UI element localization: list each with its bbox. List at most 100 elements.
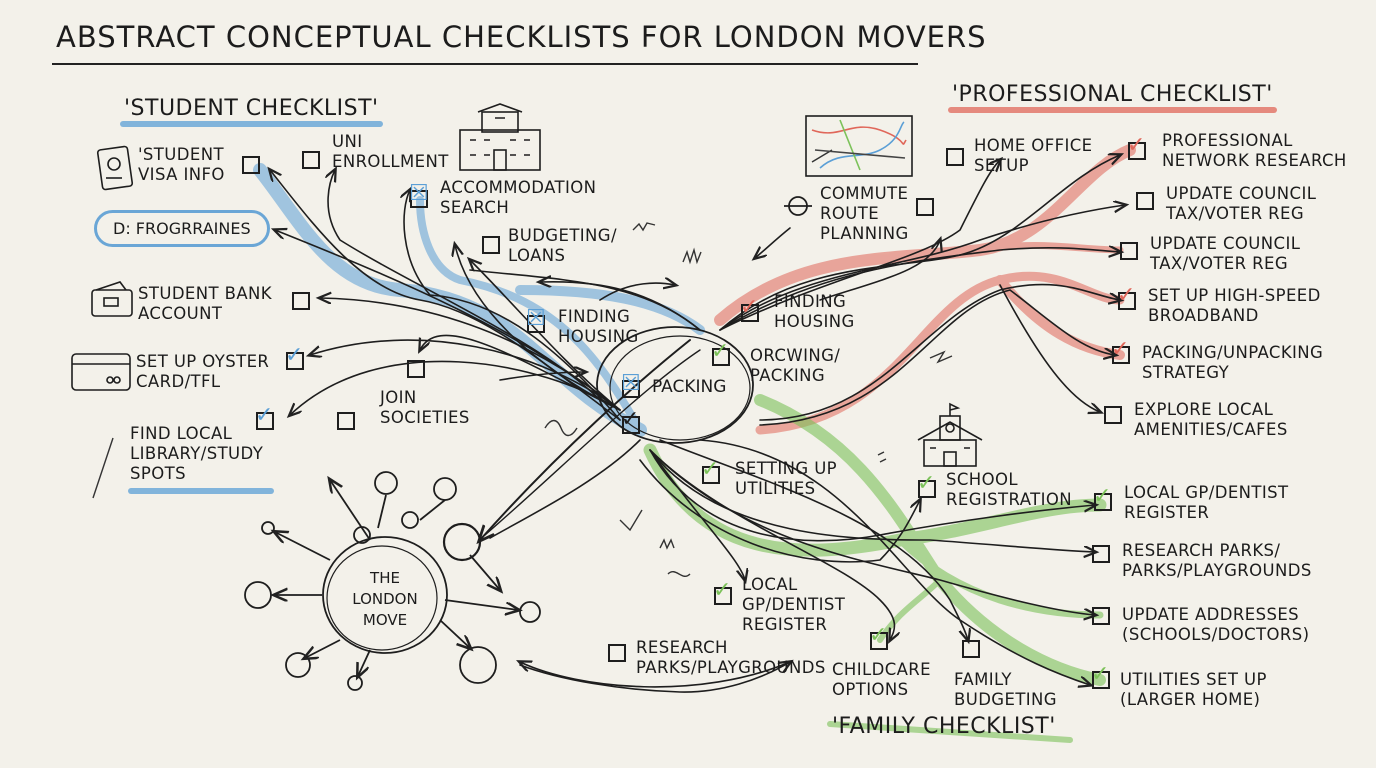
check-mark-icon: ✓ [1127, 133, 1146, 158]
pro-network-checkbox[interactable]: ✓ [1127, 135, 1146, 160]
pro-amenities-checkbox[interactable] [1104, 406, 1122, 424]
fam-addresses-label: UPDATE ADDRESSES (SCHOOLS/DOCTORS) [1122, 605, 1310, 644]
check-mark-icon: ✓ [1117, 283, 1136, 308]
student-extra-checkbox[interactable] [337, 412, 355, 430]
check-mark-icon: ✓ [255, 403, 274, 428]
student-budgeting-checkbox[interactable] [482, 236, 500, 254]
professional-band [714, 144, 1136, 435]
student-visa-label: 'STUDENT VISA INFO [138, 145, 225, 184]
student-library-label: FIND LOCAL LIBRARY/STUDY SPOTS [130, 424, 264, 483]
student-finding-housing-checkbox[interactable]: ☒ [526, 308, 546, 333]
fam-school-label: SCHOOL REGISTRATION [946, 470, 1072, 509]
pro-council2-label: UPDATE COUNCIL TAX/VOTER REG [1150, 234, 1301, 273]
center-utilities-checkbox[interactable]: ✓ [701, 459, 720, 484]
check-mark-icon: ☒ [621, 371, 641, 396]
pro-home-office-label: HOME OFFICE SETUP [974, 136, 1093, 175]
ink-lines [270, 155, 1125, 693]
pro-packing-checkbox[interactable]: ✓ [1111, 339, 1130, 364]
fam-budgeting-checkbox[interactable] [962, 640, 980, 658]
professional-section-label: 'PROFESSIONAL CHECKLIST' [952, 82, 1273, 107]
family-section-heading: 'FAMILY CHECKLIST' [832, 714, 1056, 739]
student-accommodation-label: ACCOMMODATION SEARCH [440, 178, 597, 217]
center-packing-checkbox[interactable]: ✓ [621, 409, 640, 434]
passport-icon [96, 145, 134, 191]
center-finding-housing-label: FINDING HOUSING [774, 292, 855, 331]
student-oyster-checkbox[interactable]: ✓ [285, 345, 304, 370]
center-orcwing-checkbox[interactable]: ✓ [711, 341, 730, 366]
pro-broadband-checkbox[interactable]: ✓ [1117, 285, 1136, 310]
fam-gp-left-checkbox[interactable]: ✓ [713, 580, 732, 605]
check-mark-icon: ✓ [1091, 662, 1110, 687]
tube-map-icon [805, 115, 913, 177]
student-uni-checkbox[interactable] [302, 151, 320, 169]
fam-school-checkbox[interactable]: ✓ [917, 473, 936, 498]
pro-broadband-label: SET UP HIGH-SPEED BROADBAND [1148, 286, 1321, 325]
pro-commute-checkbox[interactable] [916, 198, 934, 216]
check-mark-icon: ☒ [526, 306, 546, 331]
library-highlight [128, 488, 274, 494]
pro-commute-label: COMMUTE ROUTE PLANNING [820, 184, 909, 243]
check-mark-icon: ✓ [1111, 337, 1130, 362]
student-uni-label: UNI ENROLLMENT [332, 132, 449, 171]
check-mark-icon: ✓ [711, 339, 730, 364]
student-section-underline [120, 121, 383, 127]
oval-label: D: FROGRRAINES [94, 210, 270, 247]
pro-council2-checkbox[interactable] [1120, 242, 1138, 260]
check-mark-icon: ✓ [713, 578, 732, 603]
student-join-checkbox[interactable] [407, 360, 425, 378]
professional-section-heading: 'PROFESSIONAL CHECKLIST' [948, 82, 1277, 113]
underground-roundel-icon [784, 196, 812, 216]
student-section-heading: 'STUDENT CHECKLIST' [120, 96, 383, 127]
pro-council1-checkbox[interactable] [1136, 192, 1154, 210]
check-mark-icon: ✓ [701, 457, 720, 482]
student-join-label: JOIN SOCIETIES [380, 388, 470, 427]
fam-parks-right-checkbox[interactable] [1092, 545, 1110, 563]
fam-parks-left-checkbox[interactable] [608, 644, 626, 662]
center-packing-x-checkbox[interactable]: ☒ [621, 373, 641, 398]
student-bank-label: STUDENT BANK ACCOUNT [138, 284, 272, 323]
student-finding-housing-label: FINDING HOUSING [558, 307, 639, 346]
pro-network-label: PROFESSIONAL NETWORK RESEARCH [1162, 131, 1347, 170]
fam-parks-right-label: RESEARCH PARKS/ PARKS/PLAYGROUNDS [1122, 541, 1312, 580]
check-mark-icon: ✓ [869, 623, 888, 648]
check-mark-icon: ☒ [409, 181, 429, 206]
london-move-hub-label: THE LONDON MOVE [352, 569, 418, 629]
student-oyster-label: SET UP OYSTER CARD/TFL [136, 352, 270, 391]
professional-section-underline [948, 107, 1277, 113]
page-title: ABSTRACT CONCEPTUAL CHECKLISTS FOR LONDO… [56, 20, 987, 54]
student-accommodation-checkbox[interactable]: ☒ [409, 183, 429, 208]
fam-addresses-checkbox[interactable] [1092, 607, 1110, 625]
packing-hub-label: PACKING [652, 377, 727, 397]
london-move-cluster [244, 471, 541, 691]
check-mark-icon: ✓ [740, 295, 759, 320]
fam-gp-right-checkbox[interactable]: ✓ [1093, 486, 1112, 511]
fam-utilities-large-label: UTILITIES SET UP (LARGER HOME) [1120, 670, 1267, 709]
fam-gp-right-label: LOCAL GP/DENTIST REGISTER [1124, 483, 1289, 522]
check-mark-icon: ✓ [621, 407, 640, 432]
credit-card-icon [71, 353, 131, 391]
fam-utilities-large-checkbox[interactable]: ✓ [1091, 664, 1110, 689]
center-finding-housing-checkbox[interactable]: ✓ [740, 297, 759, 322]
check-mark-icon: ✓ [1093, 484, 1112, 509]
student-budgeting-label: BUDGETING/ LOANS [508, 226, 617, 265]
check-mark-icon: ✓ [917, 471, 936, 496]
fam-childcare-checkbox[interactable]: ✓ [869, 625, 888, 650]
center-utilities-label: SETTING UP UTILITIES [735, 459, 838, 498]
student-section-label: 'STUDENT CHECKLIST' [124, 96, 379, 121]
student-visa-checkbox[interactable] [242, 156, 260, 174]
family-section-label: 'FAMILY CHECKLIST' [832, 714, 1056, 739]
pro-home-office-checkbox[interactable] [946, 148, 964, 166]
university-building-icon [459, 103, 541, 171]
center-orcwing-label: ORCWING/ PACKING [750, 346, 841, 385]
fam-parks-left-label: RESEARCH PARKS/PLAYGROUNDS [636, 638, 826, 677]
student-library-checkbox[interactable]: ✓ [255, 405, 274, 430]
fam-budgeting-label: FAMILY BUDGETING [954, 670, 1057, 709]
schoolhouse-icon [917, 402, 983, 467]
check-mark-icon: ✓ [285, 343, 304, 368]
pro-packing-label: PACKING/UNPACKING STRATEGY [1142, 343, 1324, 382]
wallet-icon [91, 281, 133, 317]
student-bank-checkbox[interactable] [292, 292, 310, 310]
fam-gp-left-label: LOCAL GP/DENTIST REGISTER [742, 575, 846, 634]
